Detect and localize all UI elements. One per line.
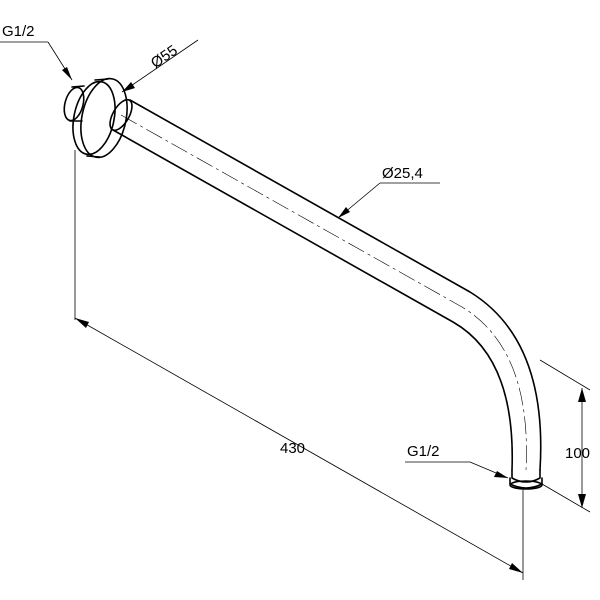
thread-bottom-label: G1/2 bbox=[407, 443, 440, 460]
thread-top-leader-arrow bbox=[62, 67, 72, 80]
thread-top-side bbox=[69, 85, 85, 122]
drop-label: 100 bbox=[565, 445, 590, 462]
tube-leader-arrow bbox=[338, 207, 350, 218]
flange-leader-line bbox=[121, 39, 199, 93]
tube-centerline bbox=[120, 114, 527, 471]
flange-diameter-leader: Ø55 bbox=[121, 39, 199, 93]
thread-top-leader: G1/2 bbox=[0, 23, 73, 81]
length-dim-line bbox=[74, 317, 524, 574]
thread-bottom-leader: G1/2 bbox=[405, 443, 509, 479]
flange-diameter-label: Ø55 bbox=[148, 42, 181, 72]
thread-connector-bottom bbox=[509, 469, 543, 490]
drop-ext-top bbox=[539, 359, 591, 391]
length-label: 430 bbox=[280, 440, 305, 457]
flange-back bbox=[72, 80, 116, 156]
length-dimension: 430 bbox=[74, 150, 524, 580]
drop-dimension: 100 bbox=[539, 359, 591, 513]
length-arrow-left bbox=[75, 318, 89, 328]
tube-wall-end bbox=[109, 98, 133, 132]
flange-leader-arrow bbox=[122, 82, 135, 92]
thread-bottom-end bbox=[509, 480, 543, 490]
thread-top-label: G1/2 bbox=[2, 23, 35, 40]
thread-bottom-leader-arrow bbox=[494, 471, 508, 478]
thread-connector-top bbox=[63, 85, 85, 122]
flange-rim-bottom bbox=[86, 155, 101, 158]
shower-arm bbox=[109, 98, 542, 471]
flange-rim-top bbox=[94, 78, 109, 81]
drop-arrow-bottom bbox=[578, 494, 586, 508]
thread-bottom-body bbox=[511, 469, 541, 483]
tube-upper-edge bbox=[129, 99, 542, 471]
drop-arrow-top bbox=[578, 388, 586, 402]
tube-lower-edge bbox=[112, 129, 514, 471]
tube-diameter-leader: Ø25,4 bbox=[337, 165, 440, 219]
tube-diameter-label: Ø25,4 bbox=[382, 165, 423, 182]
length-arrow-right bbox=[509, 563, 523, 573]
flange-outer bbox=[80, 77, 128, 159]
wall-flange bbox=[72, 77, 128, 159]
